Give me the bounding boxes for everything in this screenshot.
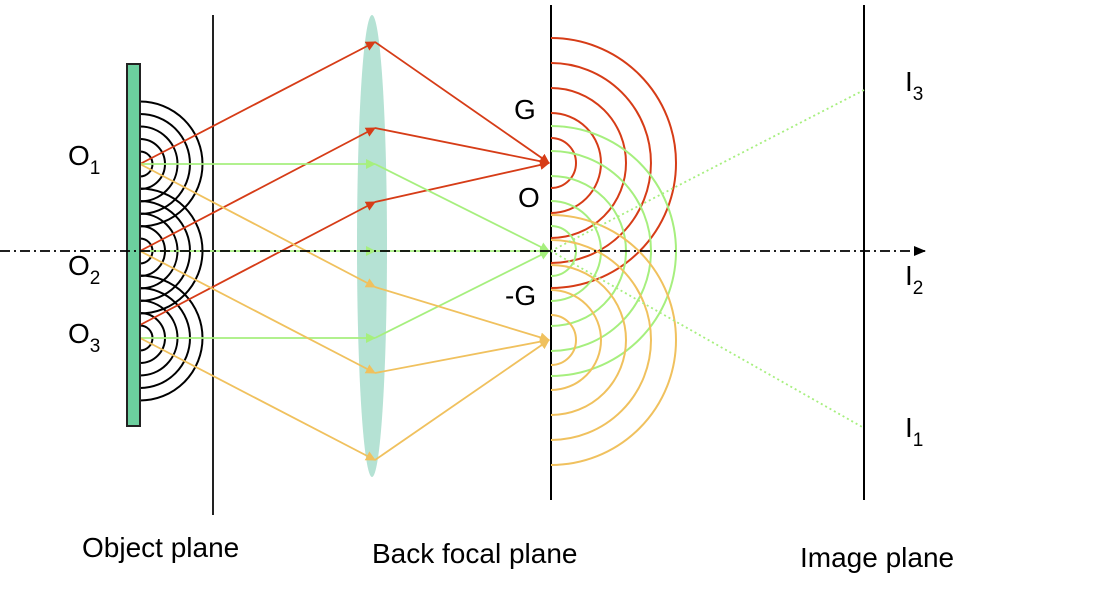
red-ray [139, 41, 376, 165]
diffraction-wave-o [550, 150, 652, 352]
diffraction-wave-g [550, 62, 652, 264]
yellow-ray [139, 337, 376, 461]
label-o3: O3 [68, 318, 101, 357]
image-ray-dotted [550, 89, 865, 252]
label-i2: I2 [905, 260, 924, 299]
diffraction-wave-g [550, 87, 627, 239]
label-spot-o: O [518, 182, 540, 213]
label-o2: O2 [68, 250, 101, 289]
label-spot-g: G [514, 94, 536, 125]
object-specimen [126, 63, 141, 427]
objective-lens [357, 15, 387, 477]
yellow-ray-focused [374, 286, 550, 343]
red-ray-focused [374, 41, 550, 164]
yellow-ray [139, 250, 376, 374]
diffraction-wave-minus-g [550, 214, 677, 466]
red-ray-focused [374, 127, 550, 167]
label-spot-minus-g: -G [505, 280, 537, 311]
label-o1: O1 [68, 140, 101, 179]
yellow-ray [139, 163, 376, 288]
yellow-ray-focused [374, 339, 550, 461]
diffraction-wave-g [550, 137, 577, 189]
label-object-plane: Object plane [82, 532, 240, 563]
diffraction-wave-g [550, 112, 602, 214]
diffraction-wave-minus-g [550, 264, 627, 416]
label-image-plane: Image plane [800, 542, 955, 573]
green-ray-focused [374, 163, 550, 252]
diffraction-wave-minus-g [550, 314, 577, 366]
diffraction-wave-g [550, 37, 677, 289]
label-i1: I1 [905, 412, 924, 451]
red-ray-focused [374, 160, 550, 203]
label-back-focal-plane: Back focal plane [372, 538, 578, 569]
red-ray [139, 127, 376, 252]
red-ray [139, 201, 376, 326]
green-ray-focused [374, 250, 550, 339]
label-i3: I3 [905, 66, 924, 105]
diffraction-wave-minus-g [550, 239, 652, 441]
yellow-ray-focused [374, 336, 550, 374]
diffraction-wave-minus-g [550, 289, 602, 391]
